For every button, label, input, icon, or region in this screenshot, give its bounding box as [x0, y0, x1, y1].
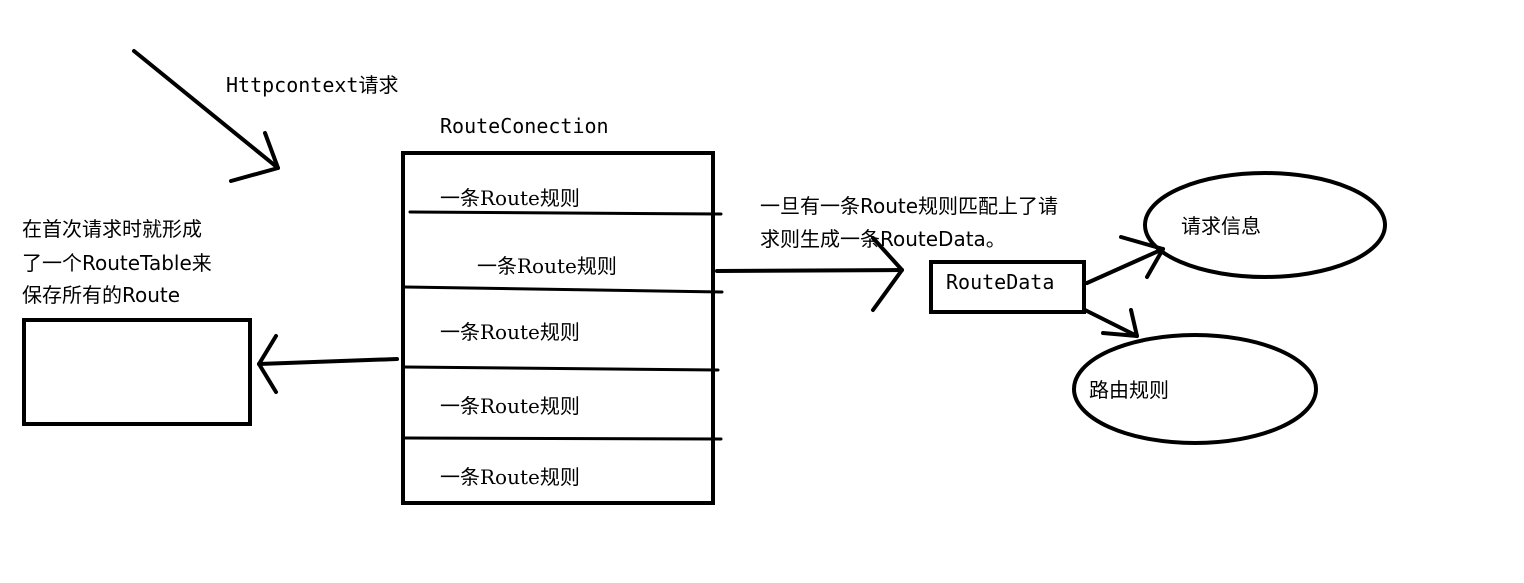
collection-box: [401, 151, 715, 505]
route-table-box: [22, 318, 252, 426]
collection-to-table-arrow: [257, 334, 399, 394]
rule-dividers: [403, 210, 724, 441]
route-data-label: RouteData: [946, 270, 1054, 294]
match-arrow: [715, 236, 904, 312]
request-info-ellipse: [1143, 171, 1387, 279]
match-note-line-1: 一旦有一条Route规则匹配上了请: [760, 194, 1058, 218]
route-rules-label: 路由规则: [1089, 378, 1169, 402]
request-info-label: 请求信息: [1181, 214, 1261, 238]
request-label: Httpcontext请求: [226, 73, 398, 97]
route-data-to-request-info-arrow: [1085, 235, 1165, 285]
route-table-note-line-3: 保存所有的Route: [22, 283, 180, 307]
request-arrow: [132, 49, 280, 183]
rule-row-3: 一条Route规则: [440, 320, 580, 344]
rule-row-4: 一条Route规则: [440, 394, 580, 418]
route-data-box: [929, 260, 1086, 314]
rule-row-5: 一条Route规则: [440, 465, 580, 489]
collection-title: RouteConection: [440, 114, 609, 138]
route-table-note-line-2: 了一个RouteTable来: [22, 251, 212, 275]
route-rules-ellipse: [1072, 333, 1318, 445]
rule-row-1: 一条Route规则: [440, 186, 580, 210]
route-data-to-route-rules-arrow: [1083, 308, 1139, 338]
route-table-note-line-1: 在首次请求时就形成: [22, 217, 202, 241]
rule-row-2: 一条Route规则: [477, 254, 617, 278]
